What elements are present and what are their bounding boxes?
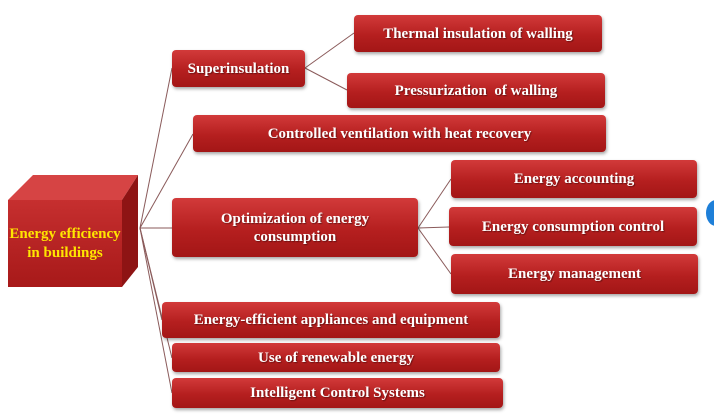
blue-circle-shape bbox=[706, 200, 714, 226]
node-intelligent-control: Intelligent Control Systems bbox=[172, 378, 503, 408]
node-controlled-ventilation: Controlled ventilation with heat recover… bbox=[193, 115, 606, 152]
node-optimization: Optimization of energy consumption bbox=[172, 198, 418, 257]
cube-shape bbox=[8, 175, 138, 287]
connector-superinsulation bbox=[139, 67, 173, 229]
node-pressurization: Pressurization of walling bbox=[347, 73, 605, 108]
node-renewable-energy: Use of renewable energy bbox=[172, 343, 500, 372]
node-energy-consumption-control: Energy consumption control bbox=[449, 207, 697, 246]
node-energy-management: Energy management bbox=[451, 254, 698, 294]
connector-accounting bbox=[417, 178, 452, 229]
root-node: Energy efficiency in buildings bbox=[8, 175, 140, 287]
node-thermal-insulation: Thermal insulation of walling bbox=[354, 15, 602, 52]
node-superinsulation: Superinsulation bbox=[172, 50, 305, 87]
connector-consumption-control bbox=[417, 226, 450, 229]
node-appliances: Energy-efficient appliances and equipmen… bbox=[162, 302, 500, 338]
connector-intelligent bbox=[139, 227, 173, 394]
connector-thermal bbox=[304, 32, 355, 69]
root-label: Energy efficiency in buildings bbox=[8, 200, 122, 287]
connector-pressurization bbox=[304, 67, 348, 91]
connector-ventilation bbox=[139, 133, 194, 229]
node-energy-accounting: Energy accounting bbox=[451, 160, 697, 198]
connector-management bbox=[417, 227, 452, 275]
